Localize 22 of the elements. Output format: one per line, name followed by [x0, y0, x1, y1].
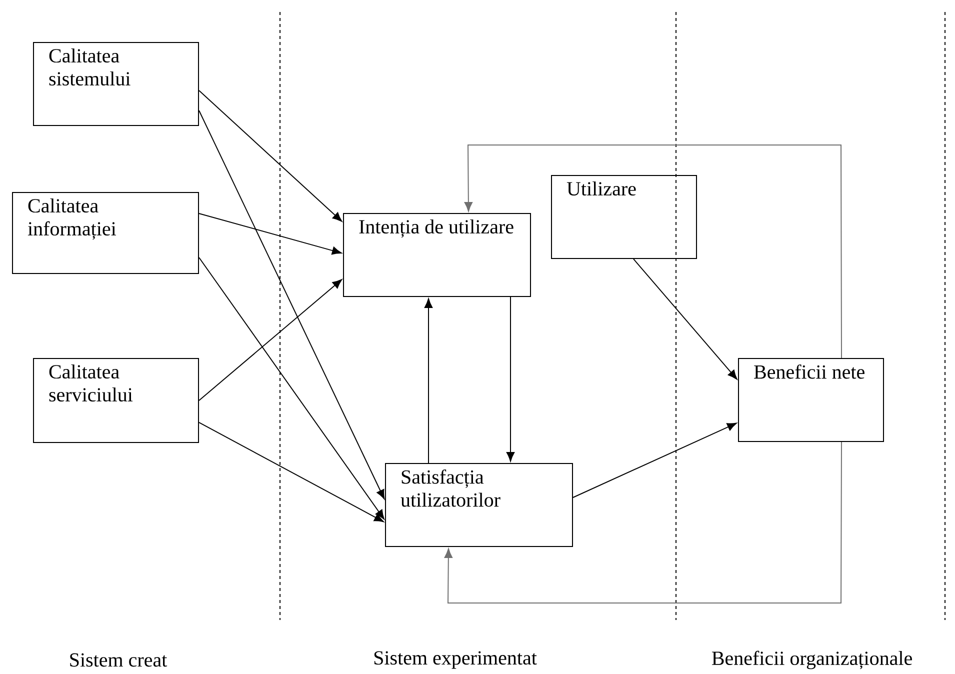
process-box: Calitatea informației: [12, 192, 199, 274]
arrow: [506, 296, 515, 462]
arrow: [198, 110, 385, 500]
process-box: Intenția de utilizare: [343, 213, 531, 297]
process-box: Satisfacția utilizatorilor: [385, 463, 573, 547]
column-label: Beneficii organizaționale: [712, 650, 912, 670]
column-label: Sistem experimentat: [374, 651, 537, 669]
arrow: [633, 258, 738, 380]
arrow: [198, 279, 342, 401]
arrow: [198, 257, 384, 520]
process-box: Calitatea sistemului: [33, 42, 199, 126]
arrow: [198, 90, 342, 222]
arrow: [464, 144, 842, 358]
process-box: Beneficii nete: [738, 358, 884, 442]
process-box: Utilizare: [551, 175, 697, 259]
arrow: [198, 422, 384, 522]
arrow: [572, 422, 737, 498]
arrow: [444, 441, 842, 604]
column-label: Sistem creat: [70, 653, 168, 667]
arrow: [424, 298, 433, 464]
process-box: Calitatea serviciului: [33, 358, 199, 443]
arrow: [198, 213, 342, 255]
